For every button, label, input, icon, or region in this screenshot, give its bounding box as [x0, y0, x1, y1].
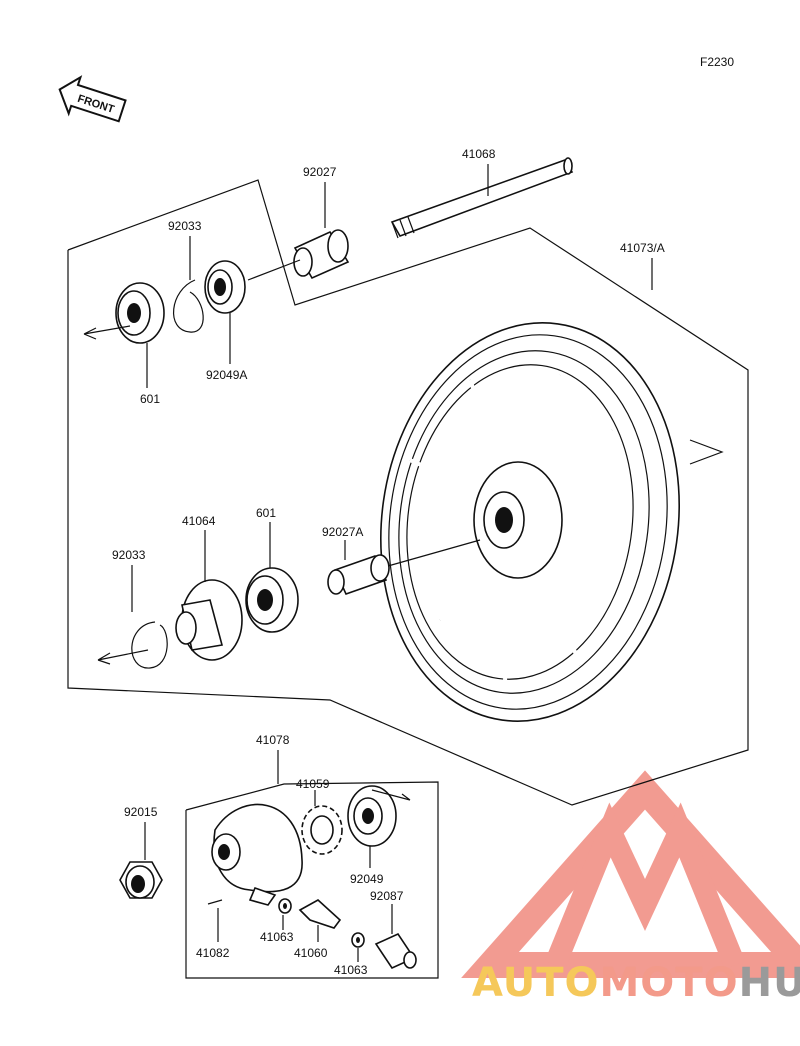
wheel-assembly-outline	[67, 179, 749, 806]
front-axle-41068	[390, 157, 574, 239]
circlip-92033-top	[173, 279, 204, 333]
label-92033-mid: 92033	[112, 548, 146, 562]
bushing-92087	[374, 904, 417, 970]
gear-41059	[301, 790, 343, 855]
arrow-left-mid	[97, 649, 149, 665]
arrow-right-wheel	[689, 439, 724, 465]
arrow-left-top	[83, 325, 131, 340]
label-41068: 41068	[462, 147, 496, 161]
watermark-auto: AUTO	[472, 960, 600, 1006]
label-601-top: 601	[140, 392, 160, 406]
label-92087: 92087	[370, 889, 404, 903]
washer-41063-left	[278, 898, 292, 930]
pinion-41060	[298, 899, 342, 942]
circlip-92033-mid	[131, 621, 168, 669]
washer-41063-right	[351, 932, 365, 962]
label-41073A: 41073/A	[620, 241, 665, 255]
label-92027: 92027	[303, 165, 337, 179]
watermark-text: AUTOMOTOHUB	[472, 960, 800, 1006]
label-92027A: 92027A	[322, 525, 363, 539]
label-41078: 41078	[256, 733, 290, 747]
drive-plate-41064	[175, 530, 243, 661]
svg-text:AUTOMOTOHUB: AUTOMOTOHUB	[472, 960, 800, 1006]
label-41064: 41064	[182, 514, 216, 528]
bearing-601-mid	[245, 522, 299, 633]
watermark-logo	[461, 770, 800, 978]
oil-seal-92049A	[204, 260, 246, 364]
label-41063-right: 41063	[334, 963, 368, 977]
label-92049A: 92049A	[206, 368, 247, 382]
diagram-ref-code: F2230	[700, 55, 734, 69]
label-601-mid: 601	[256, 506, 276, 520]
label-41063-left: 41063	[260, 930, 294, 944]
label-92015: 92015	[124, 805, 158, 819]
label-92033-top: 92033	[168, 219, 202, 233]
axle-nut-92015	[119, 822, 163, 899]
oil-seal-92049	[347, 785, 411, 868]
watermark-moto: MOTO	[600, 960, 739, 1006]
gearbox-group-outline	[185, 781, 439, 979]
pin-41082	[207, 899, 223, 942]
wheel-41073A	[380, 258, 680, 722]
bearing-601-top	[115, 282, 165, 388]
label-41059: 41059	[296, 777, 330, 791]
label-92049: 92049	[350, 872, 384, 886]
front-arrow-icon: FRONT	[58, 75, 127, 123]
watermark-hub: HUB	[739, 960, 800, 1006]
collar-92027A	[327, 539, 481, 595]
label-41060: 41060	[294, 946, 328, 960]
label-41082: 41082	[196, 946, 230, 960]
collar-92027	[293, 182, 350, 280]
gear-housing	[211, 803, 303, 906]
